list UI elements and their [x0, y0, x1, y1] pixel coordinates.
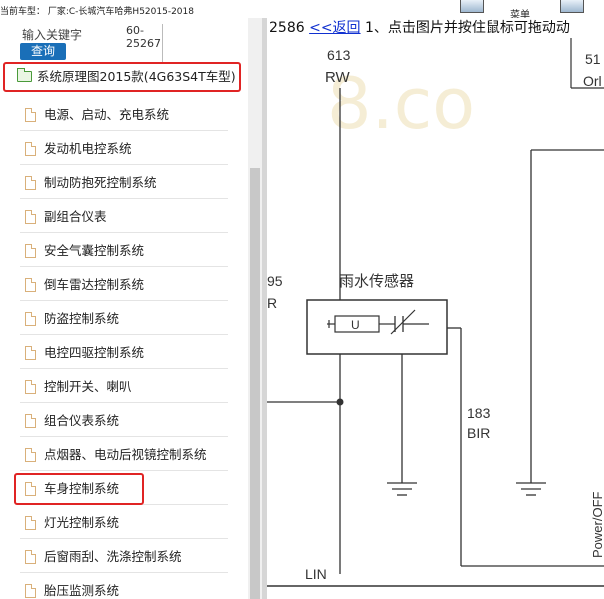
- tree-item-label: 灯光控制系统: [44, 515, 120, 530]
- tree-item-label: 点烟器、电动后视镜控制系统: [44, 447, 207, 462]
- document-icon: [25, 210, 36, 224]
- document-icon: [25, 448, 36, 462]
- document-icon: [25, 176, 36, 190]
- rain-sensor-label: 雨水传感器: [339, 273, 414, 290]
- selection-highlight: [14, 473, 144, 505]
- tree-item-rear-wiper[interactable]: 后窗雨刮、洗涤控制系统: [20, 541, 228, 573]
- tree-root-wiring-2015[interactable]: 系统原理图2015款(4G63S4T车型): [3, 62, 241, 92]
- document-icon: [25, 312, 36, 326]
- tree-item-label: 防盗控制系统: [44, 311, 120, 326]
- tree-item-label: 发动机电控系统: [44, 141, 132, 156]
- folder-open-icon: [17, 68, 32, 82]
- search-keyword-label: 输入关键字: [22, 28, 83, 42]
- toolbar-window-icon[interactable]: [560, 0, 584, 13]
- tree-item-label: 倒车雷达控制系统: [44, 277, 145, 292]
- rain-sensor-box[interactable]: [306, 299, 448, 355]
- document-icon: [25, 380, 36, 394]
- back-link[interactable]: <<返回: [309, 20, 361, 36]
- tree-item-engine-control[interactable]: 发动机电控系统: [20, 133, 228, 165]
- tree-item-label: 组合仪表系统: [44, 413, 120, 428]
- search-divider: [162, 24, 163, 62]
- tree-item-label: 车身控制系统: [44, 481, 120, 496]
- tree-item-lighting[interactable]: 灯光控制系统: [20, 507, 228, 539]
- wire-183-code: 183: [467, 405, 491, 421]
- document-icon: [25, 550, 36, 564]
- wire-orl-label: Orl: [583, 73, 602, 89]
- tree-item-switch-horn[interactable]: 控制开关、喇叭: [20, 371, 228, 403]
- tree-root-label: 系统原理图2015款(4G63S4T车型): [37, 69, 236, 84]
- tree-item-lighter-mirror[interactable]: 点烟器、电动后视镜控制系统: [20, 439, 228, 471]
- tree-item-label: 电控四驱控制系统: [44, 345, 145, 360]
- document-icon: [25, 142, 36, 156]
- wire-r-label: R: [267, 295, 277, 311]
- menu-label[interactable]: 菜单: [510, 10, 530, 21]
- tree-item-cluster[interactable]: 组合仪表系统: [20, 405, 228, 437]
- wiring-diagram[interactable]: 8.co 613 RW 51 Orl 95 R 雨水传感器 U: [267, 38, 604, 599]
- query-button[interactable]: 查询: [20, 43, 66, 60]
- wire-bir-label: BIR: [467, 425, 490, 441]
- tree-item-abs[interactable]: 制动防抱死控制系统: [20, 167, 228, 199]
- wire-51-label: 51: [585, 51, 601, 67]
- instruction-text: 1、点击图片并按住鼠标可拖动动: [365, 20, 570, 36]
- sidebar: 输入关键字 60- 25267 查询 系统原理图2015款(4G63S4T车型)…: [0, 18, 262, 599]
- wire-rw-label: RW: [325, 69, 351, 86]
- wire-613-label: 613: [327, 47, 351, 63]
- tree-item-label: 控制开关、喇叭: [44, 379, 132, 394]
- search-code: 60- 25267: [126, 24, 161, 50]
- tree-item-label: 安全气囊控制系统: [44, 243, 145, 258]
- document-icon: [25, 108, 36, 122]
- toolbar-monitor-icon[interactable]: [460, 0, 484, 13]
- junction-dot: [336, 398, 344, 406]
- lin-label: LIN: [305, 566, 327, 582]
- top-bar: 当前车型： 厂家:C-长城汽车哈弗H52015-2018 菜单: [0, 0, 604, 21]
- scrollbar-thumb[interactable]: [250, 168, 260, 599]
- sensor-element-label: U: [351, 318, 360, 332]
- tree-item-parking-radar[interactable]: 倒车雷达控制系统: [20, 269, 228, 301]
- tree-item-label: 后窗雨刮、洗涤控制系统: [44, 549, 182, 564]
- search-code-line2: 25267: [126, 37, 161, 50]
- document-icon: [25, 244, 36, 258]
- variable-arrow: [390, 309, 416, 335]
- document-icon: [25, 516, 36, 530]
- tree-item-label: 胎压监测系统: [44, 583, 120, 598]
- tree-item-sub-cluster[interactable]: 副组合仪表: [20, 201, 228, 233]
- tree-item-label: 电源、启动、充电系统: [44, 107, 170, 122]
- tree-item-label: 副组合仪表: [44, 209, 107, 224]
- watermark: 8.co: [327, 63, 475, 145]
- document-icon: [25, 584, 36, 598]
- diagram-pane: 2586 <<返回 1、点击图片并按住鼠标可拖动动 8.co 613 RW 51…: [267, 18, 604, 599]
- wire-95-label: 95: [267, 273, 283, 289]
- diagram-info-line: 2586 <<返回 1、点击图片并按住鼠标可拖动动: [269, 19, 570, 37]
- current-car-info: 当前车型： 厂家:C-长城汽车哈弗H52015-2018: [0, 7, 194, 17]
- tree-item-label: 制动防抱死控制系统: [44, 175, 157, 190]
- tree-item-tpms[interactable]: 胎压监测系统: [20, 575, 228, 599]
- document-icon: [25, 414, 36, 428]
- tree-item-power-start-charge[interactable]: 电源、启动、充电系统: [20, 99, 228, 131]
- sidebar-scrollbar[interactable]: [248, 18, 262, 599]
- tree-item-anti-theft[interactable]: 防盗控制系统: [20, 303, 228, 335]
- document-icon: [25, 278, 36, 292]
- document-icon: [25, 482, 36, 496]
- tree-item-4wd[interactable]: 电控四驱控制系统: [20, 337, 228, 369]
- document-icon: [25, 346, 36, 360]
- page-number: 2586: [269, 20, 305, 36]
- search-code-line1: 60-: [126, 24, 144, 37]
- tree-item-airbag[interactable]: 安全气囊控制系统: [20, 235, 228, 267]
- power-off-label: Power/OFF: [590, 491, 604, 558]
- pane-splitter[interactable]: [262, 18, 267, 599]
